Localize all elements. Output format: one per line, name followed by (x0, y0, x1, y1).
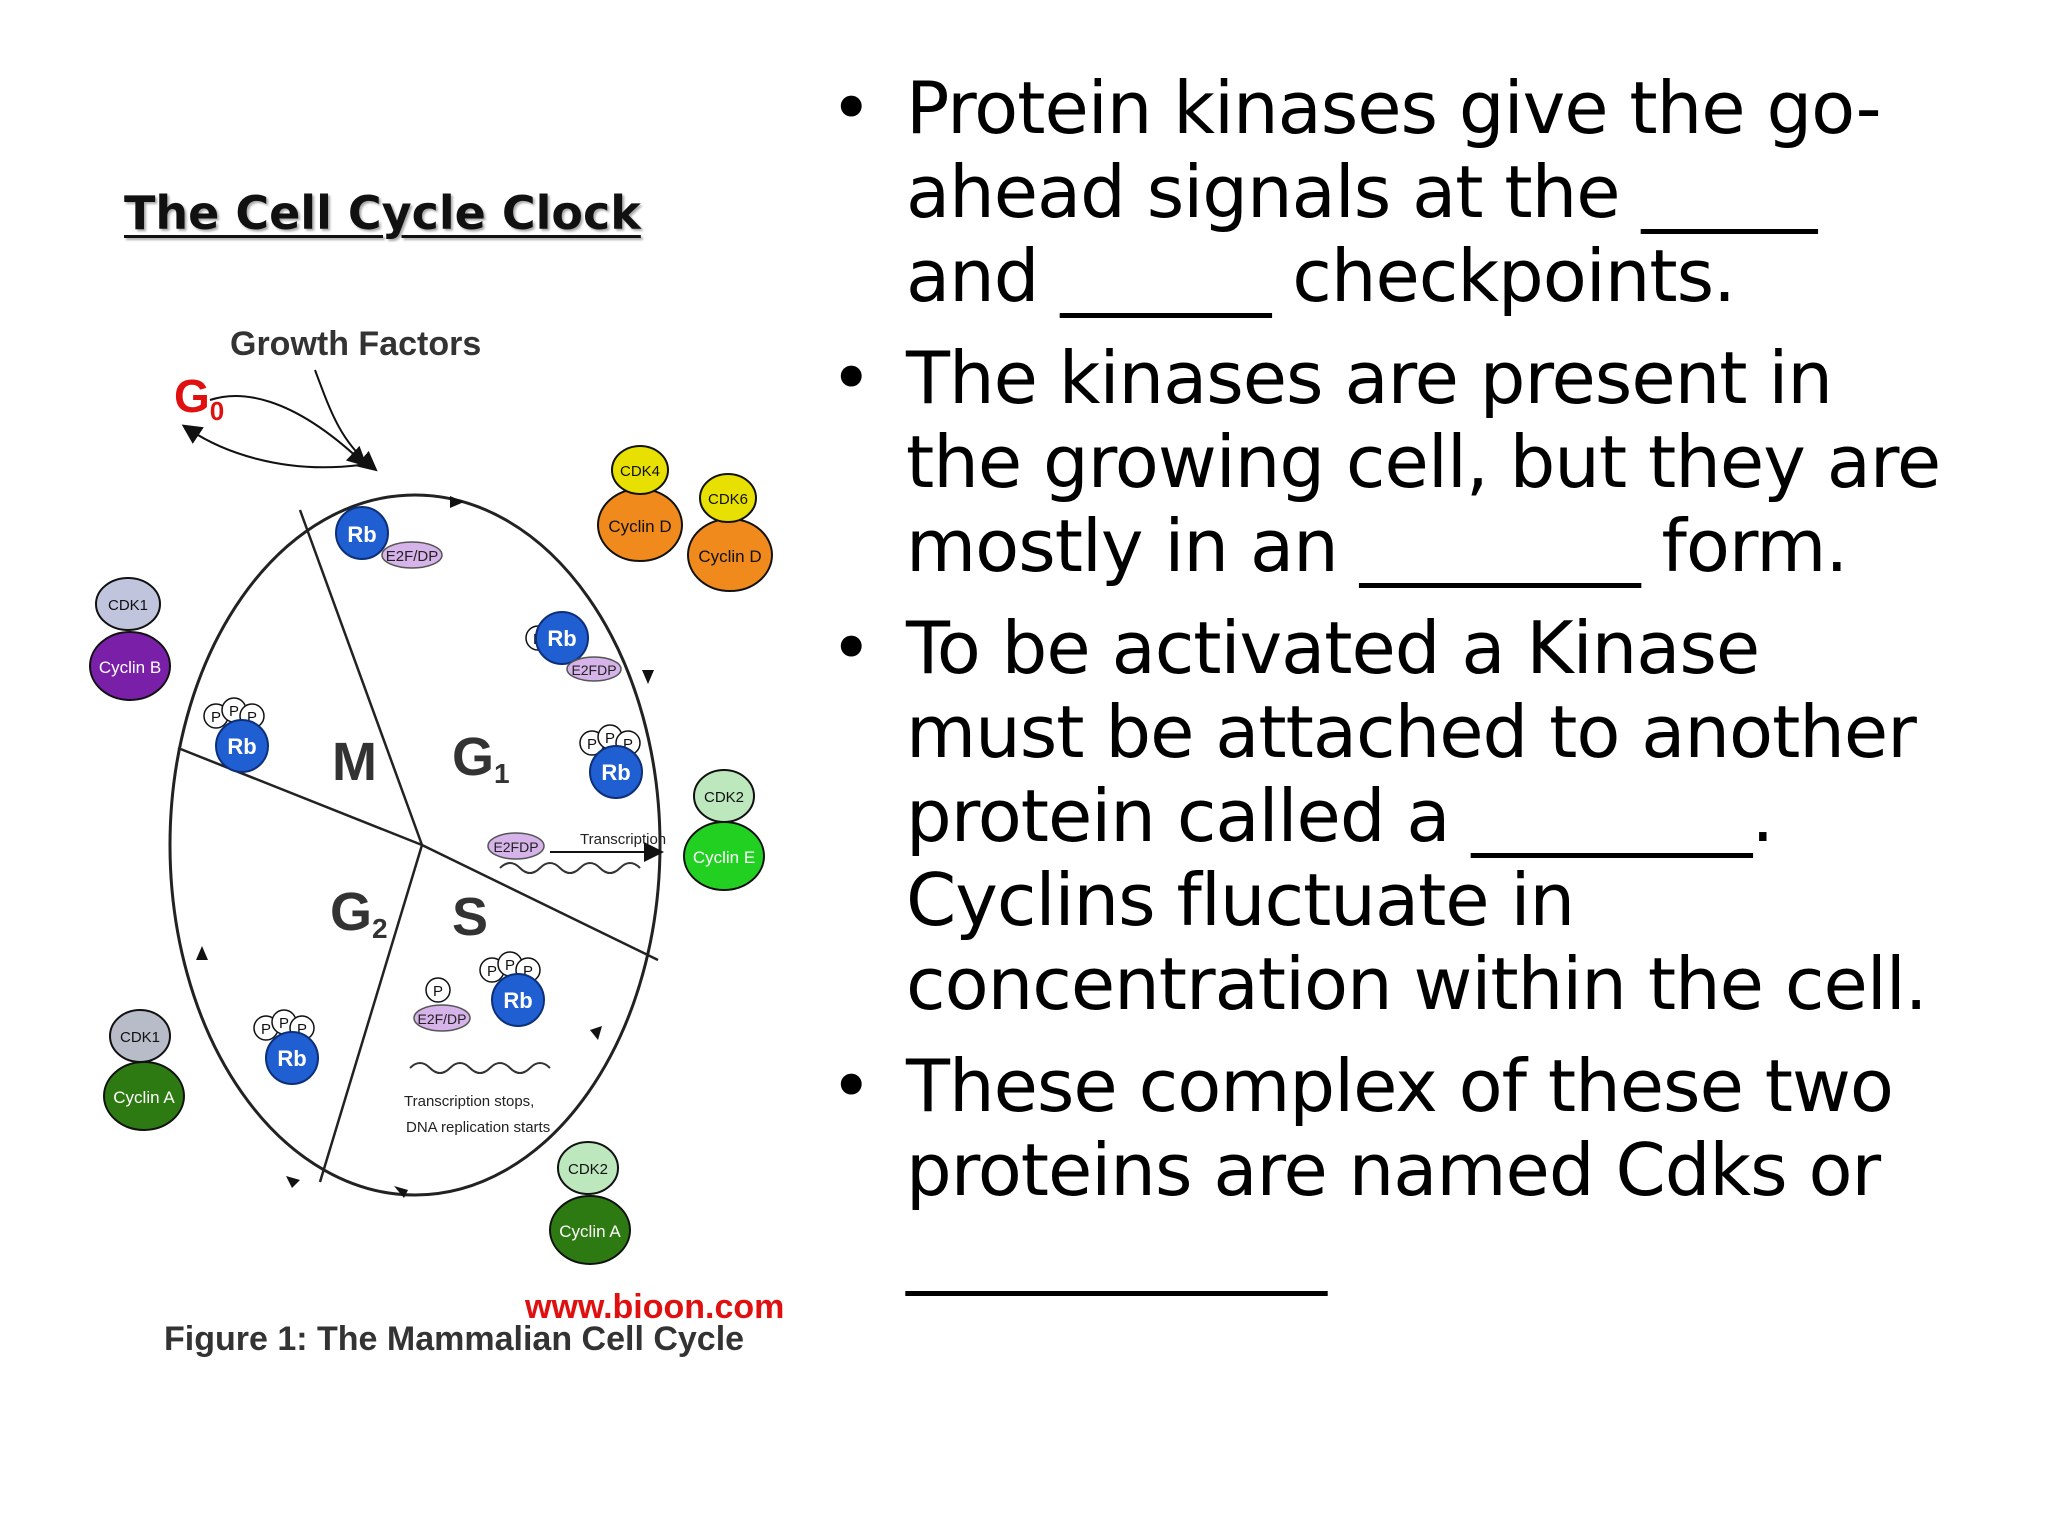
bullet-text: To be activated a Kinase must be attache… (906, 606, 1928, 1026)
cdk2-cyclin-a-complex: Cyclin A CDK2 (549, 1141, 631, 1265)
svg-text:P: P (433, 983, 443, 1000)
cdk2-cyclin-e-complex: Cyclin E CDK2 (683, 769, 765, 891)
phase-g1-label: G1 (452, 727, 510, 789)
bullet-text: The kinases are present in the growing c… (906, 336, 1941, 588)
svg-text:Rb: Rb (547, 626, 576, 651)
svg-text:P: P (297, 1021, 307, 1038)
cycle-arrow-bottom (394, 1186, 408, 1198)
divider-s-g2 (318, 844, 424, 1183)
cdk4-cyclin-d-complex: Cyclin D CDK4 (597, 445, 683, 562)
rb-protein-s: P P P Rb P E2F/DP Transcription stops, D… (404, 951, 551, 1136)
cycle-arrow-right (642, 670, 654, 684)
svg-text:P: P (605, 730, 615, 747)
rb-protein-top: Rb E2F/DP (335, 506, 443, 569)
svg-text:P: P (587, 736, 597, 753)
cell-cycle-figure: Growth Factors G0 M G1 G2 S Rb E2F/DP P … (80, 300, 800, 1410)
g0-entry-arrow (181, 424, 361, 469)
svg-text:P: P (211, 709, 221, 726)
svg-text:Rb: Rb (347, 522, 376, 547)
svg-text:DNA replication starts: DNA replication starts (406, 1119, 550, 1136)
svg-text:Transcription: Transcription (580, 831, 666, 848)
svg-text:Cyclin D: Cyclin D (698, 547, 761, 566)
transcription-group: E2FDP Transcription (487, 831, 666, 874)
svg-text:Cyclin B: Cyclin B (99, 658, 161, 677)
svg-text:E2F/DP: E2F/DP (386, 548, 439, 565)
bullet-list: • Protein kinases give the go- ahead sign… (822, 66, 2022, 1314)
svg-text:Cyclin A: Cyclin A (559, 1222, 621, 1241)
bullet-text: Protein kinases give the go- ahead signa… (906, 66, 1882, 318)
svg-text:Rb: Rb (277, 1046, 306, 1071)
cycle-arrow-bottom-left (286, 1176, 300, 1188)
svg-text:P: P (279, 1015, 289, 1032)
bullet-glyph: • (830, 606, 872, 690)
svg-text:Cyclin D: Cyclin D (608, 517, 671, 536)
svg-text:E2F/DP: E2F/DP (417, 1011, 466, 1027)
svg-text:CDK1: CDK1 (108, 597, 148, 614)
cycle-arrow-left (196, 946, 208, 960)
cycle-arrow-right-low (590, 1026, 602, 1040)
cdk1-cyclin-b-complex: Cyclin B CDK1 (89, 577, 171, 701)
bullet-glyph: • (830, 1044, 872, 1128)
svg-text:E2FDP: E2FDP (571, 662, 616, 678)
svg-text:Transcription stops,: Transcription stops, (404, 1093, 534, 1110)
cell-cycle-diagram: Growth Factors G0 M G1 G2 S Rb E2F/DP P … (89, 325, 784, 1358)
bullet-item: • To be activated a Kinase must be attach… (822, 606, 2022, 1026)
svg-text:CDK6: CDK6 (708, 491, 748, 508)
bullet-item: • These complex of these two proteins are… (822, 1044, 2022, 1296)
slide-title: The Cell Cycle Clock (124, 186, 641, 240)
cdk6-cyclin-d-complex: Cyclin D CDK6 (687, 473, 773, 592)
phase-s-label: S (452, 887, 488, 947)
growth-factors-label: Growth Factors (230, 325, 481, 363)
figure-caption: Figure 1: The Mammalian Cell Cycle (164, 1320, 744, 1358)
divider-m-g1 (298, 509, 424, 846)
svg-text:P: P (487, 963, 497, 980)
watermark: www.bioon.com (524, 1288, 784, 1326)
bullet-item: • The kinases are present in the growing … (822, 336, 2022, 588)
rb-protein-g1-upper: P P Rb E2FDP (525, 611, 622, 682)
svg-text:E2FDP: E2FDP (493, 839, 538, 855)
cdk1-cyclin-a-complex: Cyclin A CDK1 (103, 1009, 185, 1131)
phase-m-label: M (332, 732, 377, 792)
g0-label: G0 (174, 370, 224, 426)
svg-text:P: P (523, 963, 533, 980)
svg-text:Rb: Rb (227, 734, 256, 759)
svg-text:CDK2: CDK2 (704, 789, 744, 806)
divider-g1-s (421, 843, 659, 962)
svg-text:CDK1: CDK1 (120, 1029, 160, 1046)
bullet-glyph: • (830, 66, 872, 150)
svg-text:CDK2: CDK2 (568, 1161, 608, 1178)
growth-factor-arrow (314, 369, 378, 472)
svg-text:Rb: Rb (503, 988, 532, 1013)
bullet-text: These complex of these two proteins are … (906, 1044, 1894, 1296)
g0-exit-arrow (209, 395, 368, 467)
bullet-item: • Protein kinases give the go- ahead sign… (822, 66, 2022, 318)
svg-text:CDK4: CDK4 (620, 463, 660, 480)
svg-text:P: P (247, 709, 257, 726)
svg-text:P: P (623, 736, 633, 753)
rb-protein-g2: P P P Rb (253, 1009, 319, 1085)
divider-m-g2 (177, 746, 423, 847)
svg-text:Rb: Rb (601, 760, 630, 785)
svg-text:P: P (261, 1021, 271, 1038)
svg-text:P: P (229, 703, 239, 720)
svg-text:Cyclin E: Cyclin E (693, 848, 755, 867)
rb-protein-g1-lower: P P P Rb (579, 724, 643, 799)
svg-text:P: P (505, 957, 515, 974)
rb-protein-m: P P P Rb (203, 697, 269, 773)
bullet-glyph: • (830, 336, 872, 420)
phase-g2-label: G2 (330, 882, 388, 944)
cycle-arrow-top (450, 496, 464, 508)
svg-text:Cyclin A: Cyclin A (113, 1088, 175, 1107)
